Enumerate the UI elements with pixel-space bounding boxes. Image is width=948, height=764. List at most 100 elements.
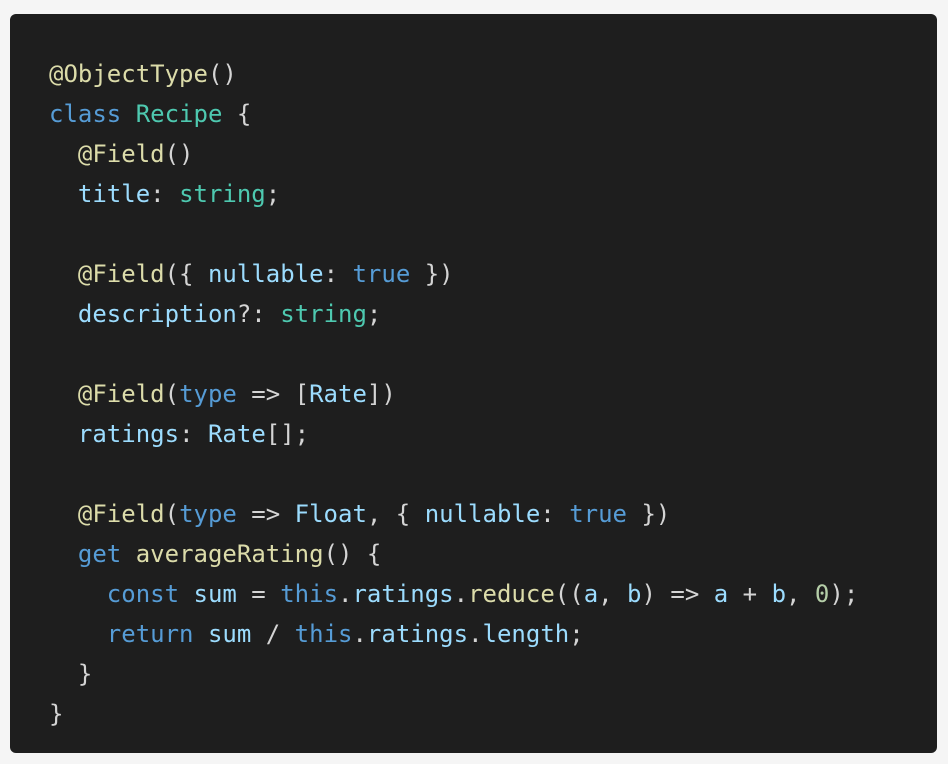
code-token (49, 540, 78, 568)
code-token: () (207, 60, 237, 88)
code-token (194, 620, 208, 648)
code-token: : (179, 420, 208, 448)
code-token: + (728, 580, 772, 608)
code-listing[interactable]: @ObjectType()class Recipe { @Field() tit… (49, 54, 937, 734)
code-token: Rate (207, 420, 266, 448)
code-token (49, 620, 107, 648)
code-token: title (77, 180, 151, 208)
code-token: ; (569, 620, 584, 648)
code-token: ) => (641, 580, 714, 608)
code-line: ratings: Rate[]; (49, 414, 937, 454)
code-line: const sum = this.ratings.reduce((a, b) =… (49, 574, 937, 614)
code-token: string (280, 300, 367, 328)
code-token: const (106, 580, 180, 608)
code-token: a (583, 580, 599, 608)
code-line: get averageRating() { (49, 534, 937, 574)
code-token: . (352, 620, 367, 648)
code-token: @ObjectType (49, 60, 208, 88)
code-token: []; (265, 420, 310, 448)
code-token: b (771, 580, 787, 608)
code-token: , { (366, 500, 425, 528)
code-token: : (540, 500, 570, 528)
code-token: => [ (236, 380, 310, 408)
code-line: @Field({ nullable: true }) (49, 254, 937, 294)
code-token: averageRating (135, 540, 324, 568)
code-token: () (164, 140, 194, 168)
code-token: (( (554, 580, 584, 608)
code-line: @Field(type => Float, { nullable: true }… (49, 494, 937, 534)
code-token: Rate (309, 380, 367, 408)
code-token: class (49, 100, 122, 128)
code-token: type (179, 380, 237, 408)
code-token: () { (323, 540, 382, 568)
code-token: / (251, 620, 295, 648)
code-token: true (569, 500, 627, 528)
code-token (49, 580, 107, 608)
code-token (49, 420, 78, 448)
code-token: . (338, 580, 353, 608)
code-line: @Field() (49, 134, 937, 174)
code-token: type (179, 500, 237, 528)
code-token: string (179, 180, 266, 208)
code-token: get (77, 540, 122, 568)
code-token: reduce (468, 580, 555, 608)
code-token: sum (193, 580, 237, 608)
code-token (49, 140, 78, 168)
code-token: ( (164, 500, 180, 528)
code-token: : (323, 260, 353, 288)
code-token: 0 (814, 580, 830, 608)
code-line: @ObjectType() (49, 54, 937, 94)
code-token: ratings (366, 620, 469, 648)
code-token: @Field (77, 500, 165, 528)
code-token: . (468, 620, 483, 648)
code-token: ); (829, 580, 859, 608)
code-token (49, 380, 78, 408)
code-token: true (352, 260, 411, 288)
code-token: } (49, 700, 64, 728)
code-token: Float (294, 500, 367, 528)
code-token: => (236, 500, 295, 528)
code-line: } (49, 694, 937, 734)
code-token: }) (410, 260, 454, 288)
code-token: b (627, 580, 642, 608)
code-token: . (453, 580, 469, 608)
code-token: Recipe (135, 100, 223, 128)
code-token (49, 260, 78, 288)
code-token (121, 100, 135, 128)
code-token: ({ (164, 260, 208, 288)
code-token: }) (627, 500, 671, 528)
code-token: length (482, 620, 570, 648)
code-token: ratings (77, 420, 180, 448)
code-line (49, 214, 937, 254)
code-token: { (222, 100, 252, 128)
code-token: nullable (207, 260, 324, 288)
code-line (49, 334, 937, 374)
code-line (49, 454, 937, 494)
code-token: ; (265, 180, 281, 208)
code-token (49, 500, 78, 528)
code-token: this (294, 620, 353, 648)
code-token: a (713, 580, 729, 608)
code-token (49, 180, 78, 208)
code-line: } (49, 654, 937, 694)
code-token: ?: (236, 300, 281, 328)
code-token: = (236, 580, 281, 608)
code-token: , (786, 580, 815, 608)
code-token (121, 540, 135, 568)
code-token: ]) (366, 380, 396, 408)
code-token: @Field (77, 140, 165, 168)
code-token (49, 300, 78, 328)
code-token: } (49, 660, 93, 688)
code-token (179, 580, 193, 608)
code-line: title: string; (49, 174, 937, 214)
code-token: , (598, 580, 628, 608)
code-token: return (106, 620, 194, 648)
code-line: return sum / this.ratings.length; (49, 614, 937, 654)
code-token: this (280, 580, 339, 608)
code-token: sum (207, 620, 252, 648)
code-token: description (77, 300, 237, 328)
code-token: ratings (352, 580, 454, 608)
code-token: : (150, 180, 180, 208)
code-line: description?: string; (49, 294, 937, 334)
code-token: nullable (424, 500, 541, 528)
